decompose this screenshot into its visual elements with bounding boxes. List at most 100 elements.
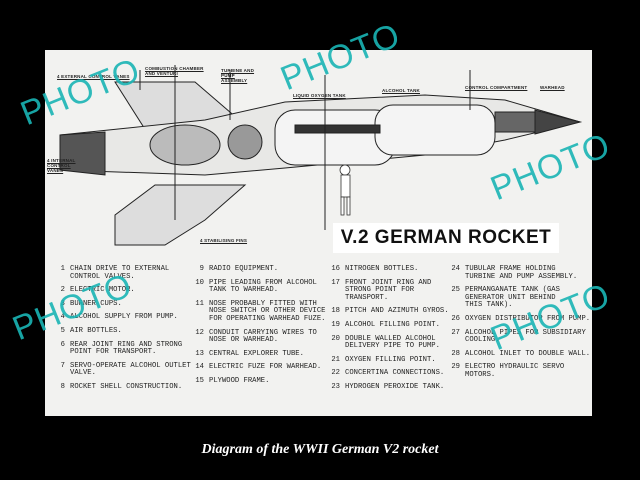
legend-text: AIR BOTTLES. bbox=[70, 326, 122, 335]
legend-text: CENTRAL EXPLORER TUBE. bbox=[209, 349, 304, 358]
legend-text: ELECTRIC MOTOR. bbox=[70, 286, 135, 295]
caption: Diagram of the WWII German V2 rocket bbox=[201, 442, 439, 457]
legend-number: 7 bbox=[60, 361, 65, 370]
legend-number: 14 bbox=[195, 363, 204, 372]
legend-text: BURNER CUPS. bbox=[70, 299, 122, 308]
legend-number: 27 bbox=[451, 328, 460, 337]
legend-item: 17 FRONT JOINT RING AND STRONG POINT FOR … bbox=[328, 278, 453, 303]
legend-text: ALCOHOL INLET TO DOUBLE WALL. bbox=[465, 349, 591, 358]
legend-item: 27 ALCOHOL PIPES FOR SUBSIDIARY COOLING. bbox=[448, 328, 593, 345]
legend-number: 4 bbox=[60, 313, 65, 322]
legend-number: 8 bbox=[60, 382, 65, 391]
legend-text: OXYGEN FILLING POINT. bbox=[345, 355, 436, 364]
legend-number: 22 bbox=[331, 369, 340, 378]
legend-item: 9 RADIO EQUIPMENT. bbox=[192, 265, 332, 274]
legend-item: 3 BURNER CUPS. bbox=[53, 299, 193, 309]
legend-item: 5 AIR BOTTLES. bbox=[53, 326, 193, 336]
legend-item: 15 PLYWOOD FRAME. bbox=[192, 376, 332, 386]
legend-text: SERVO-OPERATE ALCOHOL OUTLET VALVE. bbox=[70, 361, 191, 378]
legend-number: 2 bbox=[60, 286, 65, 295]
legend-number: 10 bbox=[195, 278, 204, 287]
legend-number: 15 bbox=[195, 376, 204, 385]
legend-text: CONCERTINA CONNECTIONS. bbox=[345, 369, 445, 378]
legend-item: 23 HYDROGEN PEROXIDE TANK. bbox=[328, 382, 453, 392]
legend-text: DOUBLE WALLED ALCOHOL DELIVERY PIPE TO P… bbox=[345, 334, 440, 351]
rocket-cutaway-drawing bbox=[59, 65, 582, 246]
legend-text: CONDUIT CARRYING WIRES TO NOSE OR WARHEA… bbox=[209, 328, 317, 345]
legend-number: 19 bbox=[331, 320, 340, 329]
label-warhead: WARHEAD bbox=[540, 85, 565, 90]
legend-item: 14 ELECTRIC FUZE FOR WARHEAD. bbox=[192, 364, 332, 372]
legend-text: PLYWOOD FRAME. bbox=[209, 376, 270, 385]
legend-column-3: 16 NITROGEN BOTTLES. 17 FRONT JOINT RING AN… bbox=[328, 265, 453, 398]
legend-item: 7 SERVO-OPERATE ALCOHOL OUTLET VALVE. bbox=[53, 361, 193, 378]
legend-number: 1 bbox=[60, 265, 65, 273]
legend-number: 16 bbox=[331, 265, 340, 273]
legend-number: 26 bbox=[451, 314, 460, 323]
legend-item: 29 ELECTRO HYDRAULIC SERVO MOTORS. bbox=[448, 363, 593, 379]
legend-text: ELECTRIC FUZE FOR WARHEAD. bbox=[209, 363, 322, 372]
legend-text: ROCKET SHELL CONSTRUCTION. bbox=[70, 382, 183, 391]
legend-item: 11 NOSE PROBABLY FITTED WITH NOSE SWITCH … bbox=[192, 299, 332, 324]
legend-item: 21 OXYGEN FILLING POINT. bbox=[328, 355, 453, 365]
legend-item: 19 ALCOHOL FILLING POINT. bbox=[328, 320, 453, 330]
label-internal-control-vanes: 4 INTERNAL CONTROL VANES bbox=[47, 158, 76, 173]
legend-number: 17 bbox=[331, 278, 340, 287]
legend-number: 18 bbox=[331, 307, 340, 316]
legend-item: 12 CONDUIT CARRYING WIRES TO NOSE OR WARH… bbox=[192, 328, 332, 345]
legend-item: 13 CENTRAL EXPLORER TUBE. bbox=[192, 349, 332, 359]
legend-text: PIPE LEADING FROM ALCOHOL TANK TO WARHEA… bbox=[209, 278, 317, 295]
legend-item: 4 ALCOHOL SUPPLY FROM PUMP. bbox=[53, 314, 193, 322]
legend-text: NOSE PROBABLY FITTED WITH NOSE SWITCH OR… bbox=[209, 299, 326, 323]
legend-item: 6 REAR JOINT RING AND STRONG POINT FOR TR… bbox=[53, 340, 193, 357]
legend-number: 29 bbox=[451, 363, 460, 372]
legend-column-1: 1 CHAIN DRIVE TO EXTERNAL CONTROL VALVES.… bbox=[53, 265, 193, 398]
legend-column-4: 24 TUBULAR FRAME HOLDING TURBINE AND PUMP… bbox=[448, 265, 593, 386]
legend-number: 24 bbox=[451, 265, 460, 273]
legend-number: 9 bbox=[199, 265, 204, 273]
legend-item: 22 CONCERTINA CONNECTIONS. bbox=[328, 370, 453, 378]
label-control-compartment: CONTROL COMPARTMENT bbox=[465, 85, 528, 90]
legend-text: ALCOHOL FILLING POINT. bbox=[345, 320, 440, 329]
label-stabilising-fins: 4 STABILISING FINS bbox=[200, 238, 248, 243]
legend-number: 5 bbox=[60, 326, 65, 335]
legend-number: 6 bbox=[60, 340, 65, 349]
legend-text: TUBULAR FRAME HOLDING TURBINE AND PUMP A… bbox=[465, 265, 578, 281]
legend-text: REAR JOINT RING AND STRONG POINT FOR TRA… bbox=[70, 340, 183, 357]
legend-text: FRONT JOINT RING AND STRONG POINT FOR TR… bbox=[345, 278, 432, 302]
legend-item: 8 ROCKET SHELL CONSTRUCTION. bbox=[53, 382, 193, 392]
legend-item: 25 PERMANGANATE TANK (GAS GENERATOR UNIT … bbox=[448, 286, 593, 310]
legend-number: 21 bbox=[331, 355, 340, 364]
legend-item: 10 PIPE LEADING FROM ALCOHOL TANK TO WARH… bbox=[192, 278, 332, 295]
legend-item: 2 ELECTRIC MOTOR. bbox=[53, 287, 193, 295]
legend-number: 28 bbox=[451, 349, 460, 358]
label-combustion-chamber: COMBUSTION CHAMBER AND VENTURI bbox=[145, 66, 204, 76]
legend-text: ELECTRO HYDRAULIC SERVO MOTORS. bbox=[465, 363, 565, 379]
legend-number: 12 bbox=[195, 328, 204, 337]
label-liquid-oxygen-tank: LIQUID OXYGEN TANK bbox=[293, 93, 346, 98]
label-external-control-vanes: 4 EXTERNAL CONTROL VANES bbox=[57, 74, 130, 79]
legend-item: 16 NITROGEN BOTTLES. bbox=[328, 265, 453, 274]
legend-number: 13 bbox=[195, 349, 204, 358]
legend-item: 20 DOUBLE WALLED ALCOHOL DELIVERY PIPE TO… bbox=[328, 334, 453, 351]
diagram-title: V.2 GERMAN ROCKET bbox=[333, 223, 559, 253]
legend-number: 25 bbox=[451, 286, 460, 295]
legend-number: 11 bbox=[195, 299, 204, 308]
legend-number: 20 bbox=[331, 334, 340, 343]
legend-item: 1 CHAIN DRIVE TO EXTERNAL CONTROL VALVES. bbox=[53, 265, 193, 281]
legend-text: ALCOHOL SUPPLY FROM PUMP. bbox=[70, 313, 178, 322]
legend-number: 23 bbox=[331, 382, 340, 391]
legend-text: HYDROGEN PEROXIDE TANK. bbox=[345, 382, 445, 391]
legend-text: CHAIN DRIVE TO EXTERNAL CONTROL VALVES. bbox=[70, 265, 170, 281]
legend-number: 3 bbox=[60, 299, 65, 308]
legend-text: PERMANGANATE TANK (GAS GENERATOR UNIT BE… bbox=[465, 286, 560, 310]
legend-text: RADIO EQUIPMENT. bbox=[209, 265, 279, 273]
legend-item: 28 ALCOHOL INLET TO DOUBLE WALL. bbox=[448, 349, 593, 359]
diagram-sheet: 4 EXTERNAL CONTROL VANES COMBUSTION CHAM… bbox=[45, 50, 592, 416]
legend-text: ALCOHOL PIPES FOR SUBSIDIARY COOLING. bbox=[465, 328, 586, 345]
legend-item: 24 TUBULAR FRAME HOLDING TURBINE AND PUMP… bbox=[448, 265, 593, 281]
legend-text: NITROGEN BOTTLES. bbox=[345, 265, 419, 273]
legend-column-2: 9 RADIO EQUIPMENT. 10 PIPE LEADING FROM ALC… bbox=[192, 265, 332, 392]
